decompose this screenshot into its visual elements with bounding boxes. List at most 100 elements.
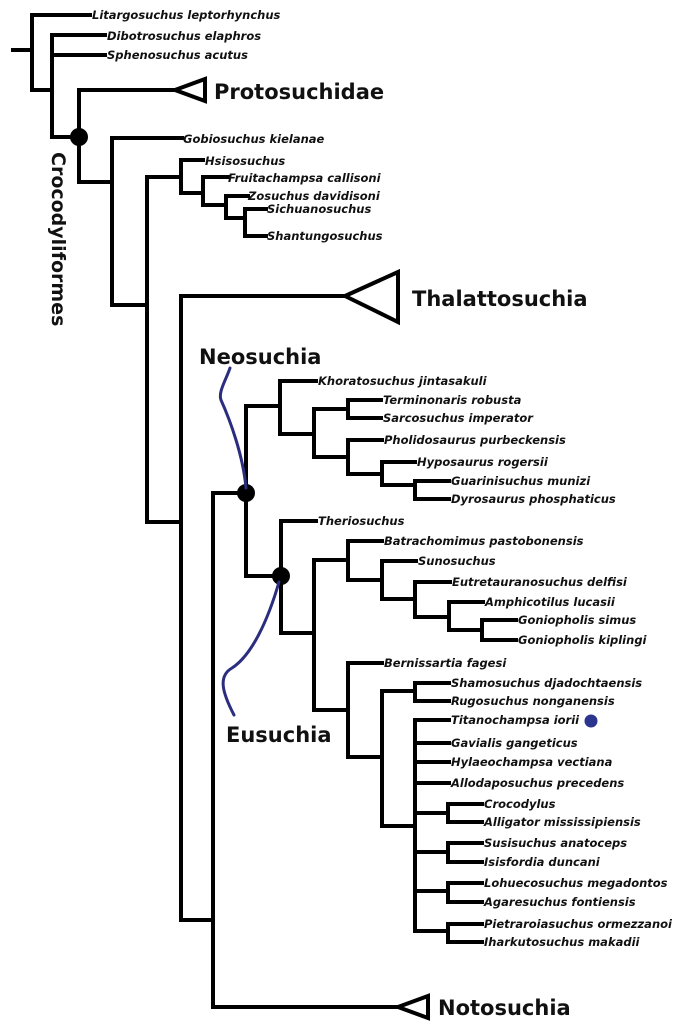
notosuchia-label: Notosuchia <box>438 996 571 1020</box>
taxon-label: Sphenosuchus acutus <box>107 48 248 62</box>
taxon-label: Shantungosuchus <box>267 229 383 243</box>
branch-eutretauranosuchus <box>413 580 452 601</box>
branch-polytomy <box>380 755 417 828</box>
branch-pholido-node <box>312 432 350 459</box>
branch-hyposaurus <box>380 460 417 476</box>
branches-shartegosuchids <box>145 158 268 524</box>
branch-shantungosuchus <box>243 207 268 238</box>
taxon-label: Lohuecosuchus megadontos <box>484 876 668 890</box>
branch-alligator <box>446 811 484 824</box>
branch-terminonaris <box>346 398 383 411</box>
branch-sunosuchus <box>380 559 418 582</box>
taxon-label: Isisfordia duncani <box>484 855 601 869</box>
neosuchia-node <box>237 484 255 502</box>
branch-lohuecosuchus <box>446 881 484 893</box>
highlight-marker-icon <box>584 714 598 728</box>
taxon-label: Theriosuchus <box>318 514 405 528</box>
taxon-label: Agaresuchus fontiensis <box>483 895 636 909</box>
eusuchia-callout-line <box>221 580 281 717</box>
taxon-label: Litargosuchus leptorhynchus <box>92 8 281 22</box>
branch-susisuchus <box>446 841 484 854</box>
branch-theriosuchus <box>279 519 318 578</box>
thalattosuchia-label: Thalattosuchia <box>412 287 588 311</box>
branch-goniopholid-clade <box>312 558 350 635</box>
branch-zosuchus-node <box>224 194 247 220</box>
branch-tethys <box>278 404 316 436</box>
taxon-label-highlighted: Titanochampsa iorii <box>451 713 580 727</box>
branch-dyrosaurus <box>413 483 451 501</box>
protosuchidae-triangle <box>169 76 207 104</box>
branch-crocodylus <box>446 802 484 815</box>
branch-bernissartia <box>346 661 384 712</box>
branch-dyro-node <box>346 455 384 476</box>
taxon-label: Goniopholis simus <box>518 613 636 627</box>
branch-thalattosuchia <box>179 294 347 922</box>
taxon-label: Gobiosuchus kielanae <box>183 132 325 146</box>
taxon-label: Fruitachampsa callisoni <box>228 171 382 185</box>
taxon-label: Hyposaurus rogersii <box>417 455 549 469</box>
branch-rugosuchus <box>413 689 451 703</box>
taxon-label: Gavialis gangeticus <box>451 736 578 750</box>
taxon-label: Sarcosuchus imperator <box>383 411 534 425</box>
branches-mesoeucrocodylia <box>145 294 400 1009</box>
branch-crown-eusuchia <box>346 708 384 759</box>
branch-notosuchia <box>211 491 400 1009</box>
branch-batrachomimus <box>346 539 384 562</box>
taxon-label: Guarinisuchus munizi <box>451 474 591 488</box>
taxon-label: Rugosuchus nonganensis <box>451 694 615 708</box>
branch-isisfordia <box>446 850 484 864</box>
taxon-label: Bernissartia fagesi <box>384 656 507 670</box>
branch-neosuchia-lower <box>244 491 283 578</box>
taxon-label: Pholidosaurus purbeckensis <box>384 433 566 447</box>
branch-bernissartia-clade <box>312 631 350 712</box>
taxon-labels: Litargosuchus leptorhynchus Dibotrosuchu… <box>92 8 673 949</box>
branch-iharkutosuchus <box>446 929 484 944</box>
branch-eutret-node <box>380 578 417 601</box>
branch-pietraroiasuchus <box>446 922 484 933</box>
branches-lower-neosuchia <box>279 519 518 944</box>
protosuchidae-label: Protosuchidae <box>214 80 384 104</box>
branch-root-split <box>30 13 92 92</box>
branch-shamosuchus <box>413 681 451 693</box>
crocodyliformes-label: Crocodyliformes <box>47 152 69 326</box>
thalattosuchia-triangle <box>340 268 400 326</box>
taxon-label: Batrachomimus pastobonensis <box>384 534 584 548</box>
branch-khoratosuchus <box>278 379 318 408</box>
branch-guari-node <box>380 472 417 487</box>
branch-guarinisuchus <box>413 479 451 487</box>
branch-goniopholis-kiplingi <box>480 628 518 642</box>
branch-sarco-node <box>312 407 350 436</box>
taxon-label: Hylaeochampsa vectiana <box>451 755 613 769</box>
taxon-label: Allodaposuchus precedens <box>450 776 624 790</box>
taxon-label: Terminonaris robusta <box>383 393 522 407</box>
branch-agaresuchus <box>446 889 484 904</box>
branch-fruita-node <box>201 175 228 207</box>
branch-dibo-sphen <box>50 33 107 139</box>
taxon-label: Amphicotilus lucasii <box>484 595 616 609</box>
taxon-label: Khoratosuchus jintasakuli <box>318 374 488 388</box>
branch-sunosuchus-node <box>346 558 384 582</box>
branch-neosuchia-node <box>244 404 282 495</box>
branch-amphicotilus <box>447 600 485 619</box>
branch-shartego-clade <box>145 158 205 179</box>
taxon-label: Shamosuchus djadochtaensis <box>451 676 642 690</box>
taxon-label: Dibotrosuchus elaphros <box>107 29 261 43</box>
branch-gobiosuchus <box>110 136 184 307</box>
notosuchia-triangle <box>392 993 430 1021</box>
taxon-label: Zosuchus davidisoni <box>247 189 381 203</box>
taxon-label: Susisuchus anatoceps <box>484 836 627 850</box>
taxon-label: Alligator mississipiensis <box>483 815 641 829</box>
branch-amphi-node <box>413 597 451 619</box>
taxon-label: Sunosuchus <box>418 554 496 568</box>
branch-hsisosuchus-split <box>179 158 205 195</box>
taxon-label: Goniopholis kiplingi <box>518 633 648 647</box>
branch-gonio-node <box>447 615 484 632</box>
taxon-label: Eutretauranosuchus delfisi <box>452 575 628 589</box>
branch-pholidosaurus <box>346 438 384 459</box>
taxon-label: Iharkutosuchus makadii <box>484 935 641 949</box>
neosuchia-label: Neosuchia <box>199 345 321 369</box>
neosuchia-callout-line <box>218 366 248 490</box>
taxon-label: Sichuanosuchus <box>267 202 371 216</box>
